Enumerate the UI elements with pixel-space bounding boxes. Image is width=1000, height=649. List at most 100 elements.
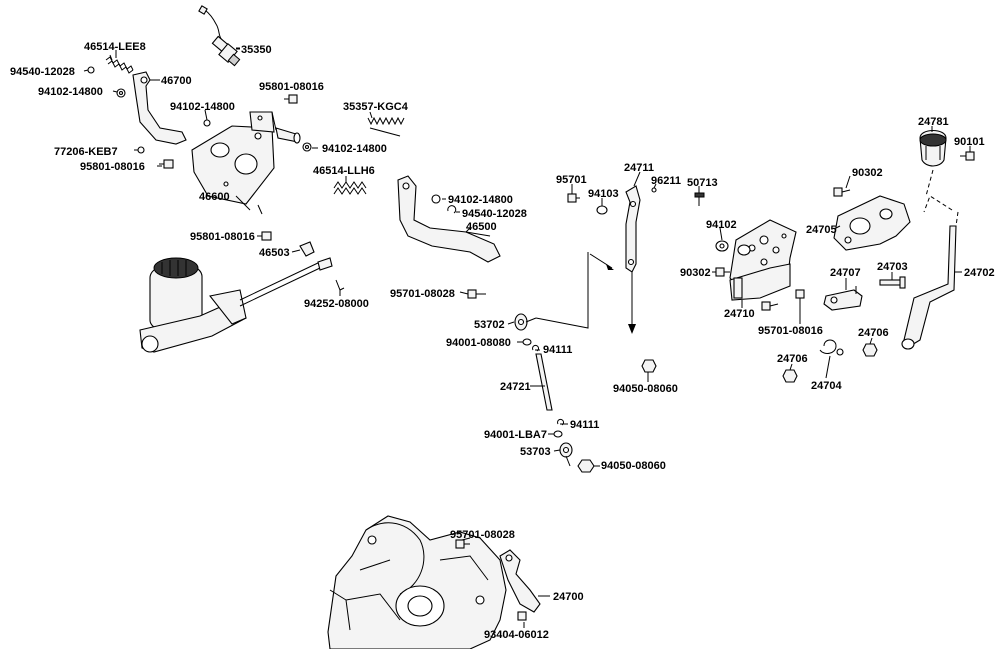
pin-77206-keb7 [137, 146, 145, 154]
label-94102-e: 94102 [706, 219, 737, 231]
label-46600: 46600 [199, 191, 230, 203]
bolt-95801-08016-b [159, 159, 174, 169]
bolt-93404-06012 [517, 611, 527, 621]
label-46700: 46700 [161, 75, 192, 87]
label-94102-14800-c: 94102-14800 [322, 143, 387, 155]
nut-94001-08080 [522, 338, 532, 346]
bolt-24703 [879, 276, 906, 289]
label-94102-14800-d: 94102-14800 [448, 194, 513, 206]
label-94252-08000: 94252-08000 [304, 298, 369, 310]
spring-35357-kgc4 [367, 116, 405, 137]
guide-line-a [535, 252, 589, 329]
label-24706-a: 24706 [858, 327, 889, 339]
label-53702: 53702 [474, 319, 505, 331]
bracket-24705 [833, 195, 911, 251]
spring-clip-24704 [819, 339, 844, 356]
nut-94050-08060-b [641, 359, 657, 373]
shift-lever-24702 [901, 225, 957, 350]
label-46514-lee8: 46514-LEE8 [84, 41, 146, 53]
label-24781: 24781 [918, 116, 949, 128]
bolt-90302-a [715, 267, 730, 277]
rod-end-53703 [559, 442, 573, 467]
label-50713: 50713 [687, 177, 718, 189]
label-46514-llh6: 46514-LLH6 [313, 165, 375, 177]
rod-24721 [535, 353, 553, 411]
label-24707: 24707 [830, 267, 861, 279]
label-53703: 53703 [520, 446, 551, 458]
clevis-46503 [299, 241, 315, 257]
washer-94102-14800-d [431, 194, 441, 204]
label-35350: 35350 [241, 44, 272, 56]
bolt-95701-a [567, 193, 580, 203]
label-24700: 24700 [553, 591, 584, 603]
nut-94050-08060-a [577, 459, 595, 473]
pin-96211 [651, 187, 657, 193]
label-94111-a: 94111 [543, 344, 572, 356]
label-24721: 24721 [500, 381, 531, 393]
label-90302-a: 90302 [680, 267, 711, 279]
screw-50713 [694, 192, 705, 206]
label-24710: 24710 [724, 308, 755, 320]
part-labels: 46514-LEE8 35350 94540-12028 46700 94102… [10, 41, 995, 641]
label-24705: 24705 [806, 224, 837, 236]
label-93404-06012: 93404-06012 [484, 629, 549, 641]
label-24706-b: 24706 [777, 353, 808, 365]
lever-24711 [625, 185, 641, 273]
nut-24706-b [782, 369, 798, 383]
dash-line-a [925, 169, 934, 197]
rod-end-53702 [514, 313, 537, 331]
bolt-90302-b [833, 187, 851, 197]
dash-line-b [923, 195, 953, 213]
label-94540-12028-b: 94540-12028 [462, 208, 527, 220]
engine-case [327, 515, 507, 649]
label-90101: 90101 [954, 136, 985, 148]
label-94050-08060-a: 94050-08060 [601, 460, 666, 472]
label-24703: 24703 [877, 261, 908, 273]
master-cylinder [139, 257, 333, 353]
label-24711: 24711 [624, 162, 654, 174]
guide-arrow-a [589, 253, 613, 269]
label-94111-b: 94111 [570, 419, 599, 431]
nut-94001-lba7 [553, 430, 563, 438]
label-94050-08060-b: 94050-08060 [613, 383, 678, 395]
nut-24706-a [862, 343, 878, 357]
label-95801-08016-c: 95801-08016 [190, 231, 255, 243]
label-95701-a: 95701 [556, 174, 587, 186]
washer-94102-14800-b [203, 119, 211, 127]
label-46503: 46503 [259, 247, 290, 259]
bracket-24707 [823, 286, 863, 311]
bolt-95801-08016-a [284, 94, 298, 104]
label-94102-14800-a: 94102-14800 [38, 86, 103, 98]
label-77206-keb7: 77206-KEB7 [54, 146, 118, 158]
shift-knob-24781 [919, 129, 947, 167]
washer-94103 [596, 205, 608, 215]
pedal-plate-46600 [191, 111, 301, 215]
arm-24700 [499, 549, 541, 613]
bolt-95701-08028-b [455, 539, 470, 549]
bolt-95701-08028-a [467, 289, 486, 299]
label-95701-08028-b: 95701-08028 [450, 529, 515, 541]
label-24702: 24702 [964, 267, 995, 279]
label-95701-08028-a: 95701-08028 [390, 288, 455, 300]
pedal-46500 [397, 175, 501, 263]
label-96211: 96211 [651, 175, 681, 187]
label-95701-08016: 95701-08016 [758, 325, 823, 337]
label-94540-12028-a: 94540-12028 [10, 66, 75, 78]
label-94102-14800-b: 94102-14800 [170, 101, 235, 113]
label-94103: 94103 [588, 188, 619, 200]
leader-lines [83, 48, 971, 628]
shift-plate-24710 [729, 219, 797, 301]
label-35357-kgc4: 35357-KGC4 [343, 101, 409, 113]
clip-94540-12028-b [447, 205, 457, 214]
dash-line-c [955, 211, 959, 227]
label-90302-b: 90302 [852, 167, 883, 179]
clip-94540-12028-a [87, 66, 95, 74]
label-95801-08016-a: 95801-08016 [259, 81, 324, 93]
switch-35350 [198, 5, 241, 67]
spring-46514-llh6 [333, 181, 367, 195]
label-24704: 24704 [811, 380, 842, 392]
pin-94252-08000 [335, 279, 345, 291]
label-94001-08080: 94001-08080 [446, 337, 511, 349]
